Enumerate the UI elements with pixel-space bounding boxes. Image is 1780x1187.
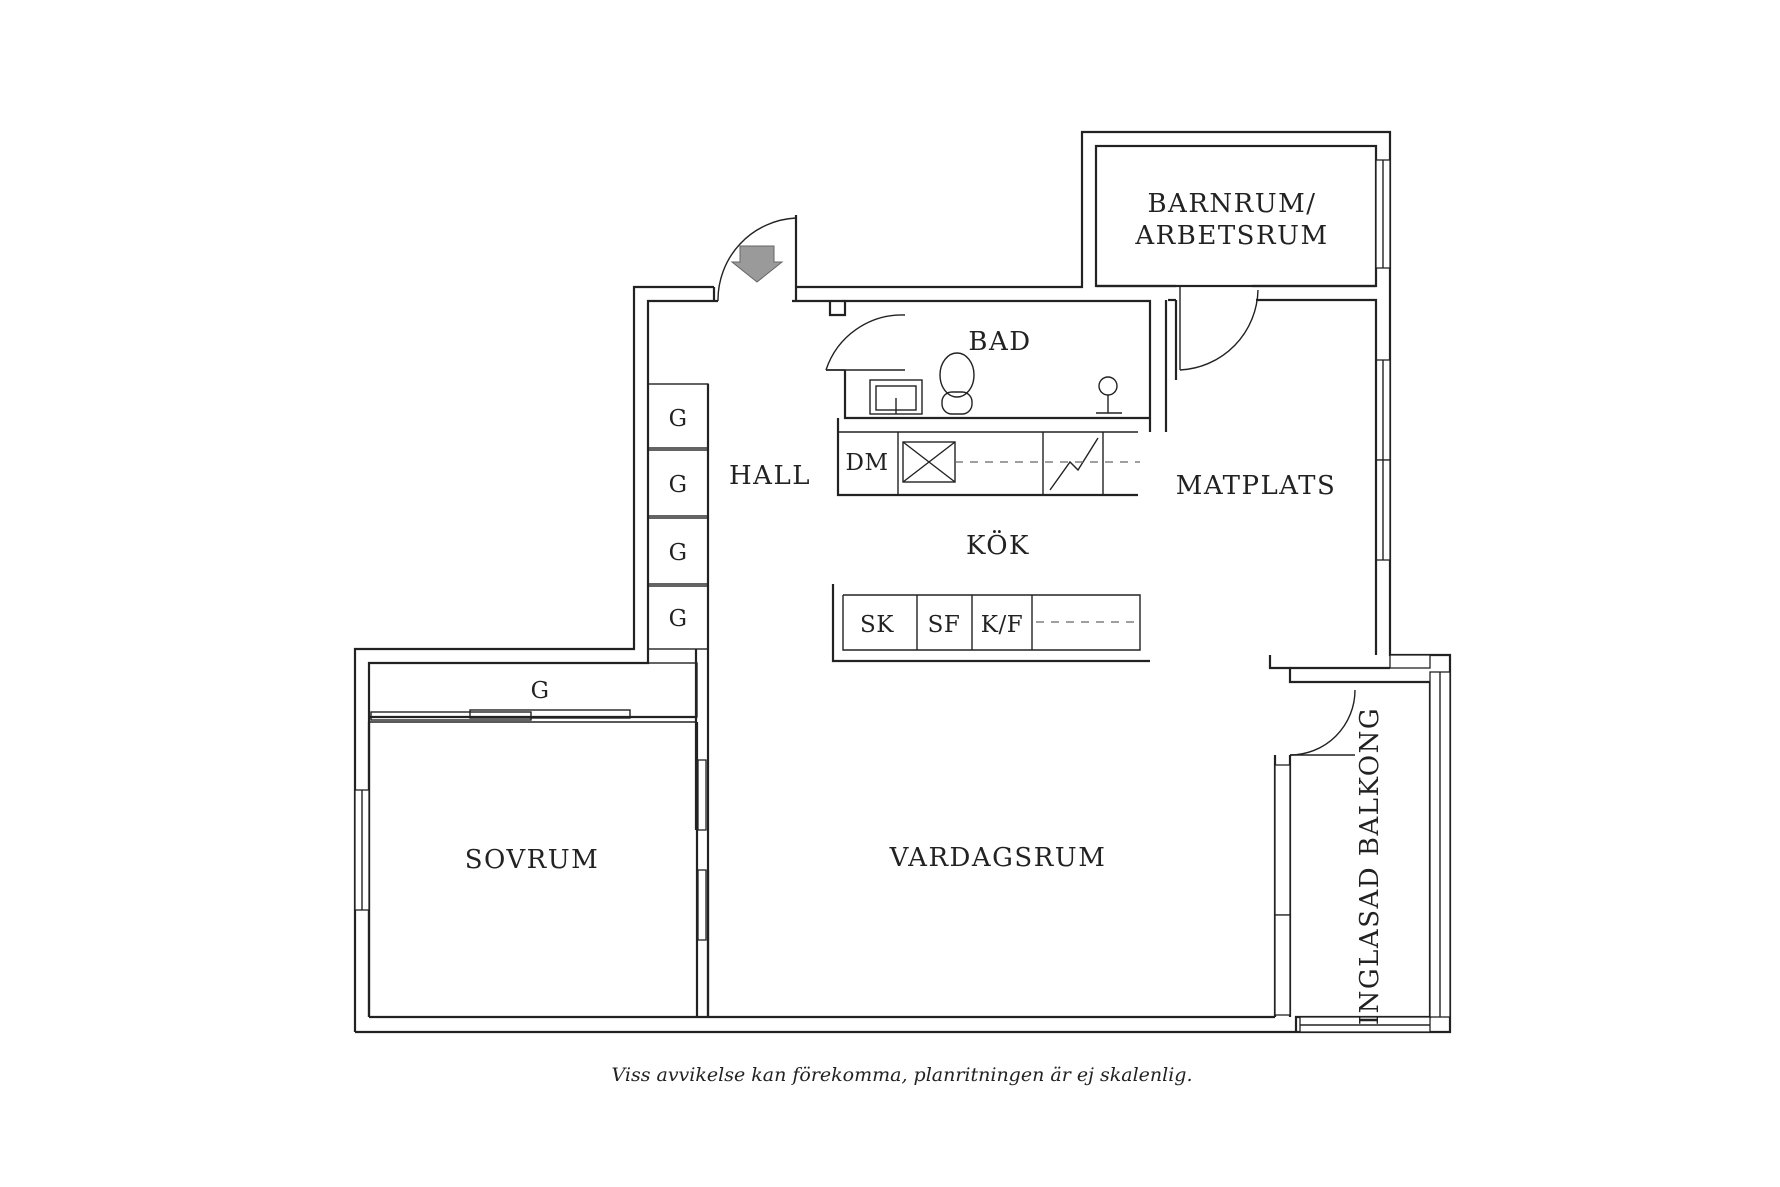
room-label-vardagsrum: VARDAGSRUM (889, 843, 1107, 873)
room-label-kok: KÖK (966, 529, 1030, 561)
windows-right (1375, 159, 1391, 561)
wardrobe-label: G (531, 678, 550, 704)
fridge-freezer-label: K/F (981, 612, 1023, 638)
room-label-balkong: INGLASAD BALKONG (1355, 707, 1385, 1025)
room-label-barnrum: BARNRUM/ (1147, 189, 1316, 219)
entrance-door (712, 215, 798, 302)
kitchen-lower-counter (831, 584, 1150, 663)
kitchen-top-counter (836, 418, 1140, 497)
wardrobe-label: G (669, 406, 688, 432)
bathroom (825, 299, 1152, 432)
disclaimer-text: Viss avvikelse kan förekomma, planritnin… (611, 1064, 1192, 1086)
balkong (1268, 654, 1451, 1033)
room-labels: BARNRUM/ ARBETSRUM BAD HALL MATPLATS KÖK… (465, 189, 1385, 1025)
sink-cabinet-label: SK (860, 612, 894, 638)
wardrobe-label: G (669, 606, 688, 632)
wardrobe-label: G (669, 540, 688, 566)
unit-labels: G G G G G DM SK SF K/F (531, 406, 1023, 704)
freezer-label: SF (928, 612, 961, 638)
room-label-arbetsrum: ARBETSRUM (1134, 221, 1328, 251)
barnrum-walls (1094, 144, 1378, 371)
entrance-arrow-icon (730, 245, 784, 283)
room-label-hall: HALL (729, 461, 811, 491)
room-label-bad: BAD (968, 327, 1031, 357)
sovrum-walls (354, 662, 710, 1017)
wardrobe-label: G (669, 472, 688, 498)
room-label-matplats: MATPLATS (1176, 471, 1337, 501)
matplats-walls (1164, 298, 1378, 655)
room-label-sovrum: SOVRUM (465, 845, 600, 875)
dishwasher-label: DM (846, 450, 889, 476)
